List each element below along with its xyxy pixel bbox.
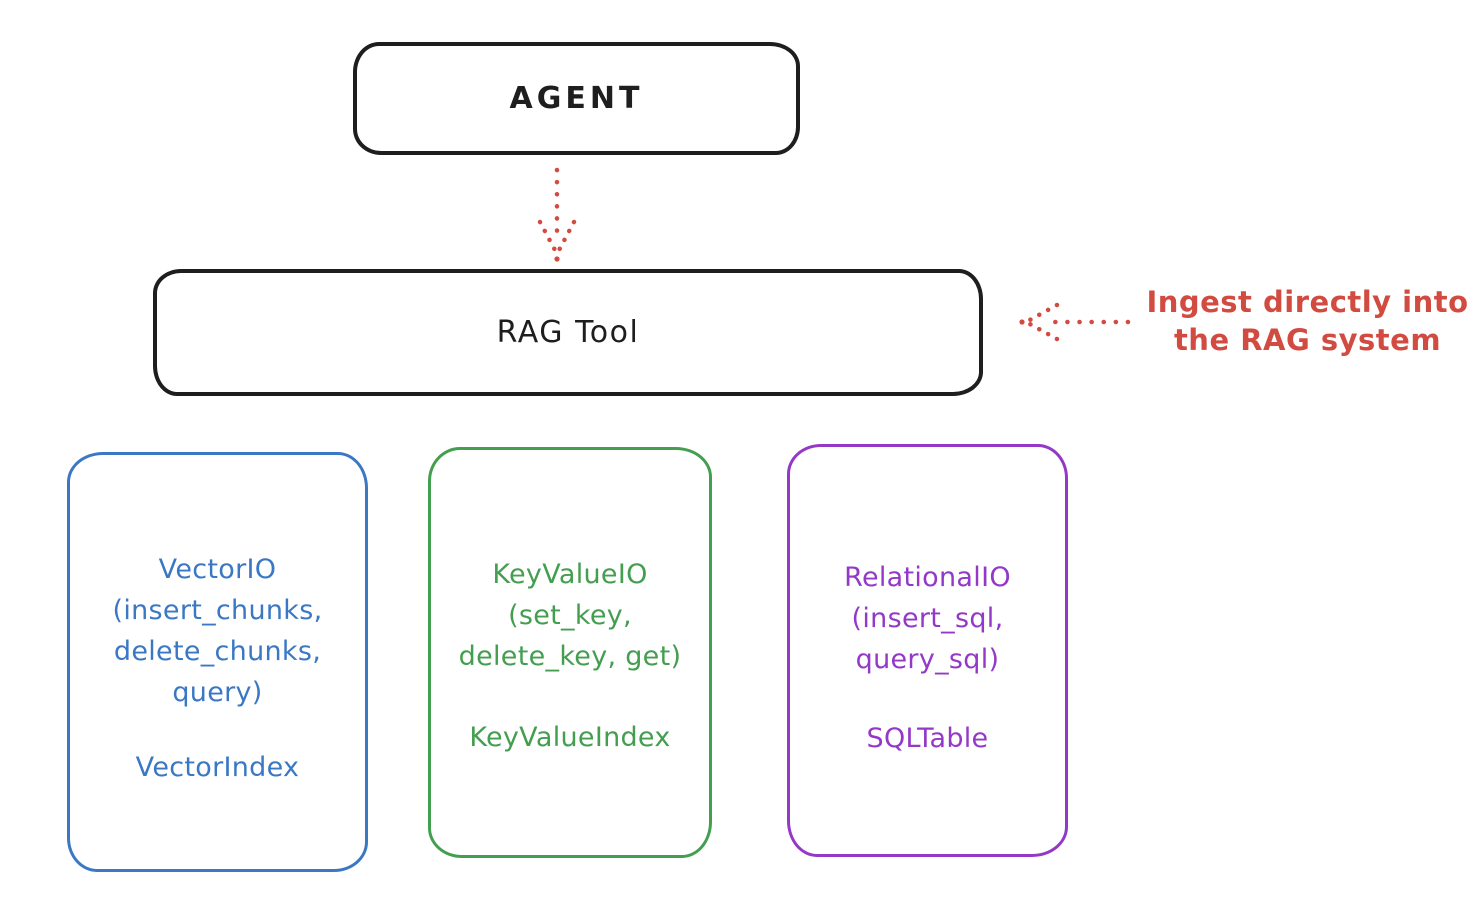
node-rag-tool-label: RAG Tool <box>496 315 640 350</box>
arrow-agent-to-rag-tool <box>537 167 577 262</box>
arrow-annotation-to-rag-tool <box>1019 302 1131 342</box>
annotation-ingest-line2: the RAG system <box>1173 323 1442 357</box>
relational-io-text: RelationalIO (insert_sql, query_sql) SQL… <box>790 447 1065 759</box>
vector-io-line: VectorIO <box>158 554 277 585</box>
vector-io-index-label: VectorIndex <box>135 752 300 783</box>
relational-io-line: RelationalIO <box>844 562 1011 593</box>
relational-io-index-label: SQLTable <box>866 723 989 754</box>
keyvalue-io-index-label: KeyValueIndex <box>469 722 671 753</box>
relational-io-line: (insert_sql, <box>851 603 1004 634</box>
keyvalue-io-line: (set_key, <box>508 600 632 631</box>
node-rag-tool: RAG Tool <box>153 269 983 396</box>
relational-io-line: query_sql) <box>855 644 1000 675</box>
keyvalue-io-line: KeyValueIO <box>492 559 648 590</box>
node-keyvalue-io: KeyValueIO (set_key, delete_key, get) Ke… <box>428 447 712 858</box>
annotation-ingest: Ingest directly into the RAG system <box>1135 283 1480 359</box>
vector-io-text: VectorIO (insert_chunks, delete_chunks, … <box>70 455 365 788</box>
keyvalue-io-line: delete_key, get) <box>458 641 682 672</box>
node-relational-io: RelationalIO (insert_sql, query_sql) SQL… <box>787 444 1068 857</box>
vector-io-line: (insert_chunks, <box>112 595 323 626</box>
vector-io-line: delete_chunks, <box>113 636 322 667</box>
node-agent: AGENT <box>353 42 800 155</box>
annotation-ingest-line1: Ingest directly into <box>1146 285 1469 319</box>
vector-io-line: query) <box>172 677 263 708</box>
keyvalue-io-text: KeyValueIO (set_key, delete_key, get) Ke… <box>431 450 709 758</box>
node-vector-io: VectorIO (insert_chunks, delete_chunks, … <box>67 452 368 872</box>
node-agent-label: AGENT <box>509 81 644 116</box>
